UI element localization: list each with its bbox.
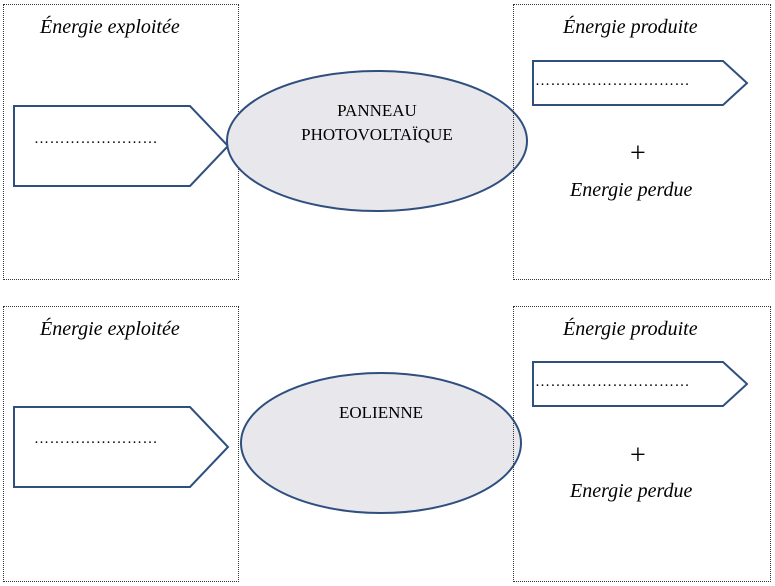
loss-label-2: Energie perdue bbox=[570, 480, 692, 503]
input-title-2: Énergie exploitée bbox=[40, 318, 180, 341]
input-title-1: Énergie exploitée bbox=[40, 16, 180, 39]
input-blank-2: …………………… bbox=[34, 431, 158, 448]
output-blank-2: ………………………… bbox=[535, 374, 690, 391]
output-title-1: Énergie produite bbox=[563, 16, 698, 39]
output-title-2: Énergie produite bbox=[563, 318, 698, 341]
converter-ellipse-2 bbox=[238, 370, 524, 516]
plus-sign-1: + bbox=[630, 138, 646, 170]
loss-label-1: Energie perdue bbox=[570, 179, 692, 202]
converter-line-1b: PHOTOVOLTAÏQUE bbox=[224, 123, 530, 147]
converter-line-1a: PANNEAU bbox=[224, 99, 530, 123]
converter-line-2a: EOLIENNE bbox=[238, 401, 524, 425]
input-blank-1: …………………… bbox=[34, 131, 158, 148]
converter-label-2: EOLIENNE bbox=[238, 401, 524, 425]
converter-label-1: PANNEAU PHOTOVOLTAÏQUE bbox=[224, 99, 530, 147]
output-blank-1: ………………………… bbox=[535, 73, 690, 90]
plus-sign-2: + bbox=[630, 440, 646, 472]
